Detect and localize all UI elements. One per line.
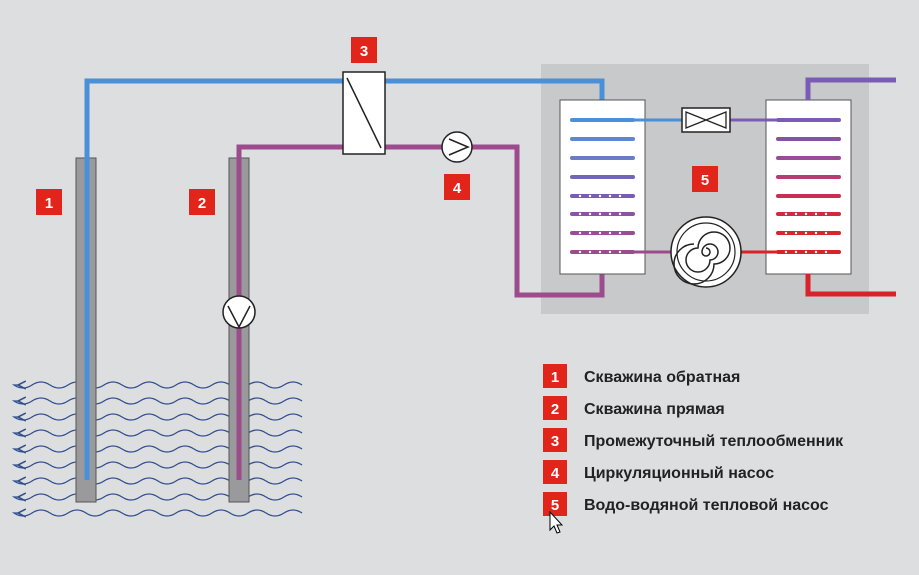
marker-3: 3 bbox=[351, 37, 377, 63]
warm-pipe-to-evaporator bbox=[385, 144, 605, 298]
groundwater-waves bbox=[11, 382, 303, 516]
cold-pipe-to-evaporator bbox=[385, 78, 605, 100]
svg-text:2: 2 bbox=[551, 401, 559, 418]
well-pump-icon bbox=[222, 295, 256, 329]
legend-item: 3 Промежуточный теплообменник bbox=[543, 428, 844, 452]
marker-1: 1 bbox=[36, 189, 62, 215]
heating-return-pipe bbox=[805, 77, 896, 100]
legend-item: 5 Водо-водяной тепловой насос bbox=[543, 492, 829, 516]
svg-text:Промежуточный теплообменник: Промежуточный теплообменник bbox=[584, 433, 844, 450]
cursor-icon bbox=[549, 510, 564, 534]
marker-5: 5 bbox=[692, 166, 718, 192]
heat-exchanger-icon bbox=[342, 71, 386, 155]
warm-supply-pipe bbox=[236, 144, 343, 480]
legend: 1 Скважина обратная 2 Скважина прямая 3 … bbox=[543, 364, 844, 516]
marker-4: 4 bbox=[444, 174, 470, 200]
cold-return-pipe bbox=[84, 78, 343, 480]
legend-item: 2 Скважина прямая bbox=[543, 396, 725, 420]
svg-text:1: 1 bbox=[551, 369, 559, 386]
legend-item: 1 Скважина обратная bbox=[543, 364, 740, 388]
svg-text:2: 2 bbox=[198, 195, 206, 212]
svg-text:Скважина обратная: Скважина обратная bbox=[584, 369, 740, 386]
svg-text:5: 5 bbox=[551, 497, 559, 514]
svg-text:4: 4 bbox=[551, 465, 560, 482]
legend-item: 4 Циркуляционный насос bbox=[543, 460, 774, 484]
svg-text:Скважина прямая: Скважина прямая bbox=[584, 401, 725, 418]
circulation-pump-icon bbox=[441, 131, 473, 163]
evaporator-panel bbox=[559, 99, 646, 275]
svg-text:Водо-водяной тепловой насос: Водо-водяной тепловой насос bbox=[584, 497, 829, 514]
svg-text:Циркуляционный насос: Циркуляционный насос bbox=[584, 465, 774, 482]
compressor-icon bbox=[670, 216, 742, 288]
expansion-valve-icon bbox=[681, 107, 731, 133]
svg-text:4: 4 bbox=[453, 180, 462, 197]
condenser-panel bbox=[765, 99, 852, 275]
heating-supply-pipe bbox=[805, 274, 896, 297]
svg-text:5: 5 bbox=[701, 172, 709, 189]
svg-text:1: 1 bbox=[45, 195, 53, 212]
marker-2: 2 bbox=[189, 189, 215, 215]
svg-text:3: 3 bbox=[551, 433, 559, 450]
svg-text:3: 3 bbox=[360, 43, 368, 60]
